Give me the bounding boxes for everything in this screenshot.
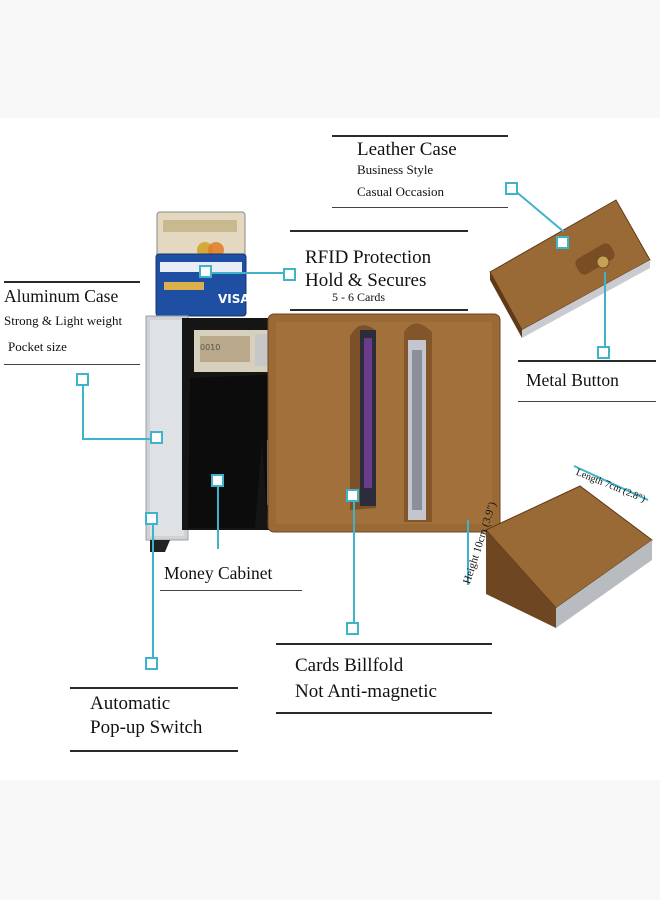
aluminum-case-line1: Strong & Light weight bbox=[4, 313, 123, 328]
rule-leather-bottom bbox=[332, 207, 508, 208]
marker-billfold bbox=[346, 489, 359, 502]
marker-switch-label bbox=[145, 657, 158, 670]
popup-switch-title: Automatic bbox=[90, 693, 171, 714]
marker-money-cabinet bbox=[211, 474, 224, 487]
marker-rfid-card bbox=[199, 265, 212, 278]
metal-button-rivet bbox=[596, 255, 610, 269]
rfid-line2: 5 - 6 Cards bbox=[332, 290, 385, 304]
leader-aluminum-v bbox=[82, 386, 84, 440]
rule-rfid-top bbox=[290, 230, 468, 232]
marker-leather-label bbox=[505, 182, 518, 195]
marker-aluminum-case bbox=[150, 431, 163, 444]
rule-switch-top bbox=[70, 687, 238, 689]
leader-rfid bbox=[212, 272, 290, 274]
rule-billfold-bottom bbox=[276, 712, 492, 714]
leader-metal-button bbox=[604, 272, 606, 348]
marker-billfold-label bbox=[346, 622, 359, 635]
rule-leather-top bbox=[332, 135, 508, 137]
marker-switch bbox=[145, 512, 158, 525]
leader-billfold bbox=[353, 502, 355, 624]
leader-aluminum-h bbox=[82, 438, 152, 440]
bottom-band bbox=[0, 780, 660, 900]
metal-button-title: Metal Button bbox=[526, 370, 619, 390]
rule-aluminum-bottom bbox=[4, 364, 140, 365]
cards-billfold-line1: Not Anti-magnetic bbox=[295, 681, 437, 702]
rfid-title: RFID Protection bbox=[305, 247, 432, 268]
rule-rfid-bottom bbox=[290, 309, 468, 311]
top-band bbox=[0, 0, 660, 118]
money-cabinet-title: Money Cabinet bbox=[164, 563, 273, 583]
rule-metal-bottom bbox=[518, 401, 656, 402]
leader-switch bbox=[152, 525, 154, 659]
rfid-line1: Hold & Secures bbox=[305, 270, 427, 291]
marker-metal-button bbox=[597, 346, 610, 359]
rule-money-bottom bbox=[160, 590, 302, 591]
aluminum-case-line2: Pocket size bbox=[8, 339, 67, 354]
rule-switch-bottom bbox=[70, 750, 238, 752]
aluminum-case-title: Aluminum Case bbox=[4, 286, 119, 306]
marker-leather-case bbox=[556, 236, 569, 249]
rule-aluminum-top bbox=[4, 281, 140, 283]
leather-case-line1: Business Style bbox=[357, 162, 434, 177]
svg-text:VISA: VISA bbox=[218, 292, 250, 306]
leather-case-line2: Casual Occasion bbox=[357, 184, 445, 199]
popup-switch-line1: Pop-up Switch bbox=[90, 717, 203, 738]
marker-rfid-label bbox=[283, 268, 296, 281]
leader-money-cabinet bbox=[217, 487, 219, 549]
rule-billfold-top bbox=[276, 643, 492, 645]
marker-aluminum-label bbox=[76, 373, 89, 386]
cards-billfold-title: Cards Billfold bbox=[295, 655, 404, 676]
svg-text:0010: 0010 bbox=[200, 343, 220, 352]
rule-metal-top bbox=[518, 360, 656, 362]
leather-case-title: Leather Case bbox=[357, 139, 457, 160]
